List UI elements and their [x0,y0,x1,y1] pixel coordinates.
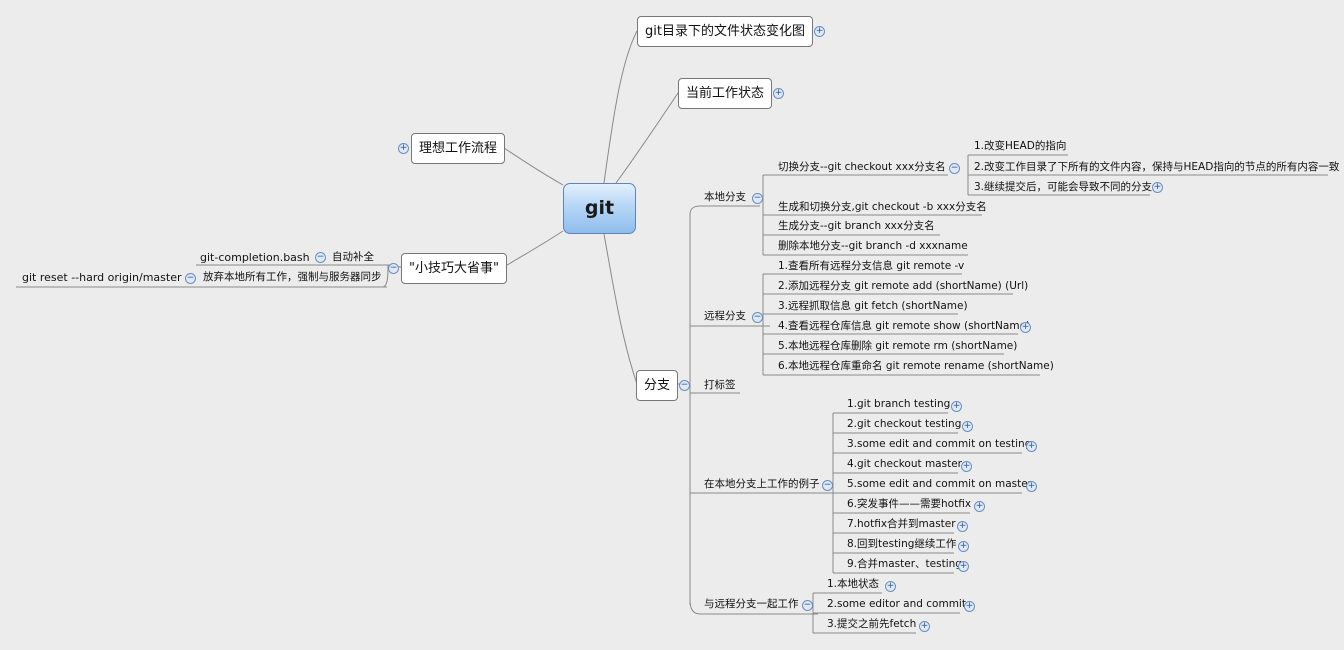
remote-item-6[interactable]: 6.本地远程仓库重命名 git remote rename (shortName… [778,360,1054,372]
topic-ideal-workflow[interactable]: 理想工作流程 [411,133,506,164]
label-tag[interactable]: 打标签 [704,379,736,391]
expand-icon[interactable]: + [958,561,969,572]
example-step-8[interactable]: 8.回到testing继续工作 [847,538,957,550]
label-switch-branch[interactable]: 切换分支--git checkout xxx分支名 [778,161,946,173]
expand-icon[interactable]: + [964,601,975,612]
expand-icon[interactable]: + [958,541,969,552]
remote-work-step-1[interactable]: 1.本地状态 [827,578,880,590]
remote-work-step-3[interactable]: 3.提交之前先fetch [827,618,917,630]
label-with-remote[interactable]: 与远程分支一起工作 [704,598,799,610]
remote-item-1[interactable]: 1.查看所有远程分支信息 git remote -v [778,260,965,272]
note-3[interactable]: 3.继续提交后，可能会导致不同的分支 [974,181,1153,193]
expand-icon[interactable]: + [773,88,784,99]
topic-current-status[interactable]: 当前工作状态 [678,78,773,109]
collapse-icon[interactable]: − [679,380,690,391]
topic-tips[interactable]: "小技巧大省事" [401,253,507,284]
example-step-7[interactable]: 7.hotfix合并到master [847,518,956,530]
remote-item-4[interactable]: 4.查看远程仓库信息 git remote show (shortName) [778,320,1031,332]
local-item-1[interactable]: 生成和切换分支,git checkout -b xxx分支名 [778,201,987,213]
expand-icon[interactable]: + [957,521,968,532]
example-step-3[interactable]: 3.some edit and commit on testing [847,438,1032,450]
example-step-4[interactable]: 4.git checkout master [847,458,962,470]
expand-icon[interactable]: + [814,26,825,37]
label-local-example[interactable]: 在本地分支上工作的例子 [704,478,820,490]
example-step-5[interactable]: 5.some edit and commit on master [847,478,1032,490]
topic-status-diagram[interactable]: git目录下的文件状态变化图 [637,16,813,47]
collapse-icon[interactable]: − [949,163,960,174]
central-topic[interactable]: git [563,183,636,234]
remote-item-5[interactable]: 5.本地远程仓库删除 git remote rm (shortName) [778,340,1018,352]
expand-icon[interactable]: + [974,501,985,512]
expand-icon[interactable]: + [951,401,962,412]
collapse-icon[interactable]: − [388,263,399,274]
remote-work-step-2[interactable]: 2.some editor and commit [827,598,966,610]
local-item-3[interactable]: 删除本地分支--git branch -d xxxname [778,240,968,252]
label-local-branch[interactable]: 本地分支 [704,191,746,203]
example-step-9[interactable]: 9.合并master、testing [847,558,962,570]
collapse-icon[interactable]: − [752,193,763,204]
expand-icon[interactable]: + [1152,182,1163,193]
label-reset-command[interactable]: git reset --hard origin/master [22,271,182,284]
expand-icon[interactable]: + [961,461,972,472]
collapse-icon[interactable]: − [802,600,813,611]
example-step-2[interactable]: 2.git checkout testing [847,418,962,430]
expand-icon[interactable]: + [885,581,896,592]
remote-item-3[interactable]: 3.远程抓取信息 git fetch (shortName) [778,300,968,312]
collapse-icon[interactable]: − [185,273,196,284]
local-item-2[interactable]: 生成分支--git branch xxx分支名 [778,220,935,232]
expand-icon[interactable]: + [919,621,930,632]
label-discard-work[interactable]: 放弃本地所有工作，强制与服务器同步 [203,271,382,283]
collapse-icon[interactable]: − [315,252,326,263]
collapse-icon[interactable]: − [822,480,833,491]
expand-icon[interactable]: + [1026,441,1037,452]
expand-icon[interactable]: + [398,143,409,154]
expand-icon[interactable]: + [1020,322,1031,333]
label-completion-file[interactable]: git-completion.bash [200,251,310,264]
remote-item-2[interactable]: 2.添加远程分支 git remote add (shortName) (Url… [778,280,1029,292]
expand-icon[interactable]: + [962,421,973,432]
collapse-icon[interactable]: − [752,312,763,323]
topic-branch[interactable]: 分支 [636,370,679,401]
example-step-6[interactable]: 6.突发事件——需要hotfix [847,498,972,510]
label-auto-complete[interactable]: 自动补全 [332,251,374,263]
example-step-1[interactable]: 1.git branch testing [847,398,951,410]
note-1[interactable]: 1.改变HEAD的指向 [974,140,1067,152]
note-2[interactable]: 2.改变工作目录了下所有的文件内容，保持与HEAD指向的节点的所有内容一致 [974,161,1340,173]
label-remote-branch[interactable]: 远程分支 [704,310,746,322]
expand-icon[interactable]: + [1026,481,1037,492]
